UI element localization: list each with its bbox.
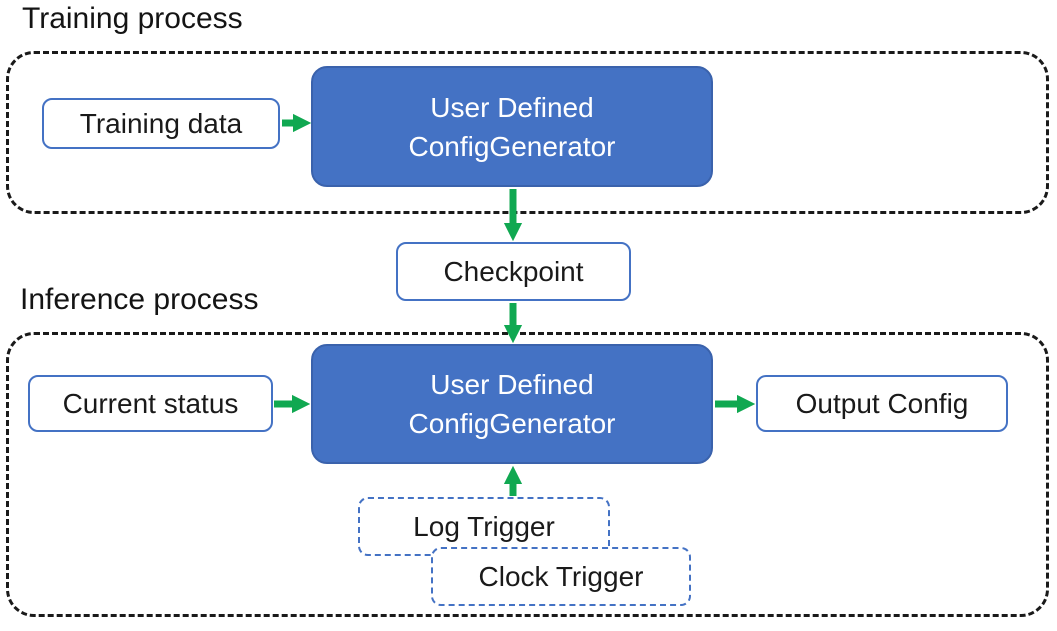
inference-process-label: Inference process [20, 283, 259, 316]
clock-trigger-box: Clock Trigger [431, 547, 691, 606]
training-generator-line1: User Defined [430, 91, 594, 123]
inference-generator-line1: User Defined [430, 369, 594, 400]
training-process-label: Training process [22, 2, 243, 35]
inference-process-container [6, 332, 1049, 617]
training-generator-line2: ConfigGenerator [408, 130, 616, 162]
current-status-box: Current status [28, 375, 273, 432]
inference-generator-line2: ConfigGenerator [408, 408, 616, 439]
checkpoint-box: Checkpoint [396, 242, 631, 301]
training-process-container [6, 51, 1049, 214]
inference-config-generator-box: User Defined ConfigGenerator [311, 344, 713, 464]
log-trigger-box: Log Trigger [358, 497, 610, 556]
training-config-generator-box: User Defined ConfigGenerator [311, 66, 713, 187]
training-data-box: Training data [42, 98, 280, 149]
output-config-box: Output Config [756, 375, 1008, 432]
